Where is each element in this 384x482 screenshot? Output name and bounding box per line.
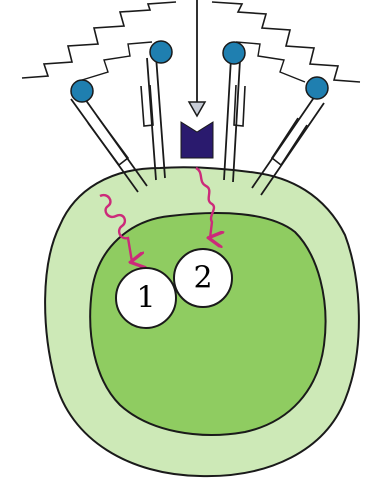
ligand-zigzag-left (22, 2, 176, 78)
receptor-ball-right-inner (223, 42, 245, 64)
receptor-dimer (181, 122, 213, 158)
receptor-right-inner (223, 42, 245, 182)
receptor-ball-left-inner (150, 41, 172, 63)
ligand-arrow-icon (189, 0, 205, 116)
nucleus-target-1: 1 (116, 268, 176, 328)
target-2-label: 2 (193, 261, 212, 296)
nucleus-target-2: 2 (174, 249, 232, 307)
receptor-left-inner (141, 41, 172, 180)
receptor-ball-left-outer (71, 80, 93, 102)
receptor-ball-right-outer (306, 77, 328, 99)
nucleus (90, 213, 325, 435)
target-1-label: 1 (136, 281, 155, 316)
